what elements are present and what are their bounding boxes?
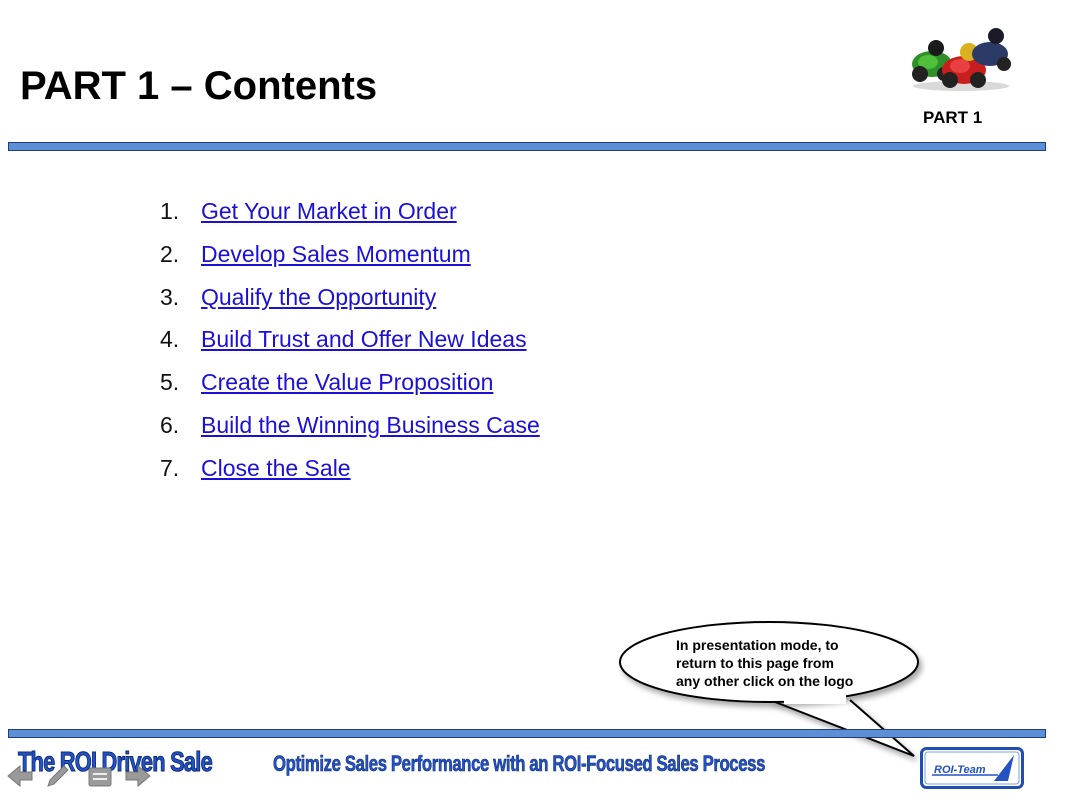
part-label: PART 1	[923, 108, 983, 127]
footer-divider	[8, 729, 1046, 738]
footer-tagline: Optimize Sales Performance with an ROI-F…	[273, 751, 766, 777]
footer-brand: The ROI Driven Sale	[18, 746, 213, 778]
header-divider	[8, 142, 1046, 151]
item-number: 5.	[160, 369, 180, 396]
menu-icon[interactable]	[86, 762, 114, 790]
item-number: 7.	[160, 454, 180, 481]
item-number: 3.	[160, 283, 180, 310]
callout-text: In presentation mode, to return to this …	[676, 637, 854, 689]
toc-link-build-trust[interactable]: Build Trust and Offer New Ideas	[201, 326, 527, 353]
list-item: 7. Close the Sale	[160, 455, 540, 498]
pencil-icon[interactable]	[44, 762, 72, 790]
callout-bubble	[619, 621, 919, 757]
item-number: 1.	[160, 198, 180, 224]
arrow-left-icon[interactable]	[6, 762, 34, 790]
item-number: 4.	[160, 326, 180, 353]
toc-link-close-sale[interactable]: Close the Sale	[201, 454, 351, 481]
contents-list: 1. Get Your Market in Order 2. Develop S…	[160, 198, 540, 498]
toc-link-sales-momentum[interactable]: Develop Sales Momentum	[201, 240, 471, 267]
toc-link-market-in-order[interactable]: Get Your Market in Order	[201, 198, 457, 224]
page-title: PART 1 – Contents	[20, 64, 378, 108]
toc-link-value-proposition[interactable]: Create the Value Proposition	[201, 369, 494, 396]
list-item: 4. Build Trust and Offer New Ideas	[160, 326, 540, 369]
item-number: 6.	[160, 411, 180, 438]
motorcycle-racers-image	[912, 28, 1011, 91]
toc-link-business-case[interactable]: Build the Winning Business Case	[201, 411, 540, 438]
item-number: 2.	[160, 240, 180, 267]
list-item: 2. Develop Sales Momentum	[160, 241, 540, 284]
toc-link-qualify-opportunity[interactable]: Qualify the Opportunity	[201, 283, 437, 310]
list-item: 1. Get Your Market in Order	[160, 198, 540, 241]
list-item: 3. Qualify the Opportunity	[160, 284, 540, 327]
logo-text: ROI-Team	[934, 764, 986, 776]
list-item: 5. Create the Value Proposition	[160, 369, 540, 412]
list-item: 6. Build the Winning Business Case	[160, 412, 540, 455]
roi-team-logo-button[interactable]: ROI-Team	[920, 747, 1024, 789]
arrow-right-icon[interactable]	[124, 762, 152, 790]
